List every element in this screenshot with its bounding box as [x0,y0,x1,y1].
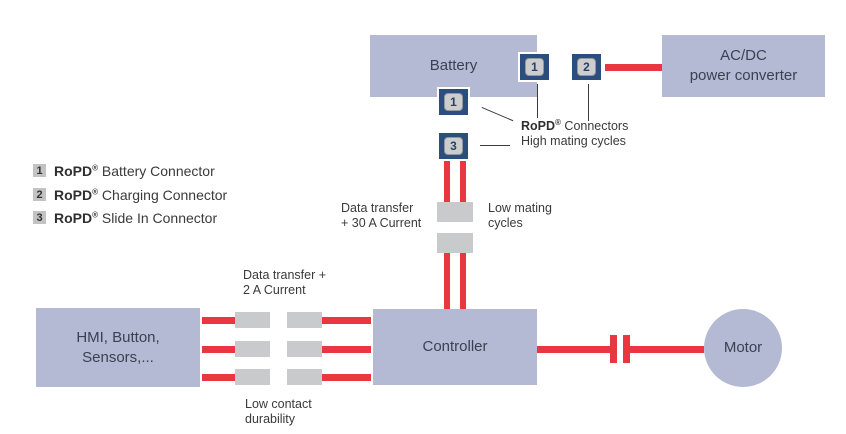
battery-node: Battery [370,35,537,97]
battery-column-line-right-upper [460,161,466,202]
legend-text-3: RoPD® Slide In Connector [54,210,217,226]
motor-node: Motor [704,309,782,387]
hmi-label: HMI, Button, Sensors,... [76,328,159,368]
acdc-converter-node: AC/DC power converter [662,35,825,97]
hmi-label-line2: Sensors,... [82,348,154,366]
hmi-contact-row3-left [235,369,270,385]
battery-column-line-left-lower [444,253,450,309]
legend-1-brand: RoPD [54,162,93,179]
hmi-label-line1: HMI, Button, [76,328,160,346]
legend-3-brand: RoPD [54,209,93,226]
controller-node: Controller [373,309,537,385]
ropd-connectors-line1: RoPD® Connectors [521,115,628,134]
annotation-ropd-connectors: RoPD® Connectors High mating cycles [521,115,628,149]
battery-column-line-right-lower [460,253,466,309]
low-mating-cycles-line2: cycles [488,216,523,230]
data-transfer-30a-line2: + 30 A Current [341,216,422,230]
hmi-node: HMI, Button, Sensors,... [36,308,200,387]
hmi-contact-row1-left [235,312,270,328]
battery-label: Battery [429,57,478,74]
ropd-connectors-rest: Connectors [560,119,629,134]
legend-2-reg-mark: ® [92,186,99,196]
legend-3-rest: Slide In Connector [98,209,218,226]
badge-1-battery-connector-side: 1 [437,87,470,117]
annotation-data-transfer-30a: Data transfer + 30 A Current [341,201,421,231]
hmi-contact-row3-right [287,369,322,385]
hmi-line-row2-right [322,346,371,353]
badge-1-battery-connector: 1 [518,52,551,82]
low-contact-line1: Low contact [245,397,312,411]
motor-line-right [630,346,704,353]
legend-item-slide-in-connector: 3 RoPD® Slide In Connector [33,209,217,226]
annotation-low-contact-durability: Low contact durability [245,397,312,427]
ropd-reg-mark: ® [555,118,561,127]
annotation-low-mating-cycles: Low mating cycles [488,201,552,231]
acdc-label-line1: AC/DC [720,47,767,64]
hmi-line-row3-left [202,374,235,381]
legend-item-charging-connector: 2 RoPD® Charging Connector [33,186,227,203]
badge-2-charging-connector: 2 [570,52,603,82]
legend-2-rest: Charging Connector [98,186,228,203]
legend-1-rest: Battery Connector [98,162,215,179]
acdc-label-line2: power converter [689,67,798,84]
legend-num-1: 1 [33,164,46,177]
hmi-line-row1-left [202,317,235,324]
badge-2-number: 2 [577,58,596,76]
battery-column-line-left-upper [444,161,450,202]
acdc-label: AC/DC power converter [690,46,798,86]
hmi-line-row2-left [202,346,235,353]
badge-1-side-number: 1 [444,93,463,111]
callout-line-badge1-side [481,107,514,122]
low-mating-cycles-line1: Low mating [488,201,552,215]
hmi-line-row1-right [322,317,371,324]
badge-3-slide-in-connector: 3 [437,131,470,161]
legend-2-brand: RoPD [54,186,93,203]
low-contact-line2: durability [245,412,296,426]
data-transfer-30a-line1: Data transfer [341,201,414,215]
legend-item-battery-connector: 1 RoPD® Battery Connector [33,162,215,179]
data-transfer-2a-line2: 2 A Current [243,283,306,297]
hmi-contact-row1-right [287,312,322,328]
legend-1-reg-mark: ® [92,162,99,172]
annotation-data-transfer-2a: Data transfer + 2 A Current [243,268,326,298]
motor-connector-bar-right [623,335,630,363]
legend-3-reg-mark: ® [92,209,99,219]
mating-contact-block-upper [437,202,473,222]
charging-power-line [605,64,662,71]
data-transfer-2a-line1: Data transfer + [243,268,327,282]
legend-text-2: RoPD® Charging Connector [54,187,227,203]
hmi-line-row3-right [322,374,371,381]
callout-line-badge3 [480,145,510,146]
motor-label: Motor [723,339,763,356]
legend-text-1: RoPD® Battery Connector [54,163,215,179]
controller-label: Controller [422,338,488,355]
hmi-contact-row2-right [287,341,322,357]
callout-line-badge2 [588,84,589,121]
hmi-contact-row2-left [235,341,270,357]
mating-contact-block-lower [437,233,473,253]
high-mating-cycles-label: High mating cycles [521,134,626,149]
motor-connector-bar-left [610,335,617,363]
callout-line-badge1 [537,84,538,118]
legend-num-3: 3 [33,211,46,224]
badge-3-number: 3 [444,137,463,155]
ropd-brand: RoPD [521,119,556,134]
motor-line-left [537,346,610,353]
badge-1-number: 1 [525,58,544,76]
legend-num-2: 2 [33,188,46,201]
